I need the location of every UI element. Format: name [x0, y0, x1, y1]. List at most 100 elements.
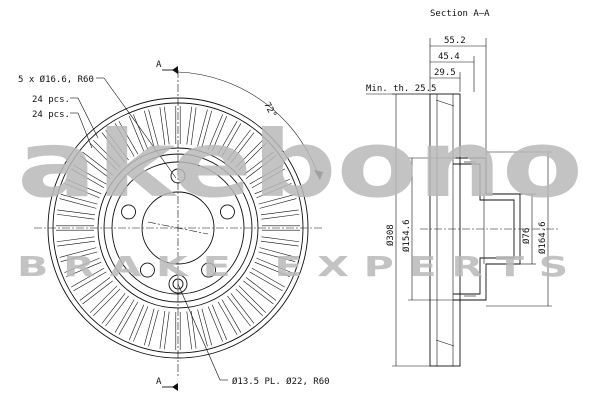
vane-line — [66, 179, 102, 195]
vent-hatch-2 — [435, 339, 455, 347]
vane-line — [260, 240, 299, 247]
vane-line — [89, 285, 118, 313]
vane-line — [105, 129, 129, 161]
section-marker-top-arrow — [172, 66, 178, 74]
angle-arc — [177, 71, 321, 181]
vane-line — [238, 143, 267, 171]
vane-line — [60, 194, 98, 205]
vane-line — [129, 304, 145, 340]
locating-holes-callout: Ø13.5 PL. Ø22, R60 — [232, 376, 330, 387]
dia-outer-label: Ø308 — [385, 224, 396, 246]
vane-line — [71, 168, 105, 189]
vane-line — [221, 123, 242, 157]
vane-line — [249, 164, 283, 185]
vane-line — [148, 309, 159, 347]
vane-line — [201, 308, 212, 346]
vane-line — [159, 310, 166, 349]
vane-line — [260, 209, 299, 216]
vane-line — [190, 310, 197, 349]
vane-line — [258, 251, 296, 262]
watermark-tagline: BRAKE EXPERTS — [17, 250, 583, 283]
vane-line — [64, 257, 100, 273]
bolt-hole — [201, 262, 217, 278]
vane-line — [207, 114, 223, 150]
vane-line — [144, 110, 155, 148]
vane-line — [197, 309, 208, 347]
vent-hatch-1 — [435, 99, 455, 107]
vane-line — [59, 198, 97, 209]
vane-line — [79, 277, 111, 301]
vane-line — [221, 299, 242, 333]
vane-line — [114, 299, 135, 333]
vane-line — [261, 213, 300, 220]
vane-line — [254, 261, 290, 277]
locating-hole-inner — [172, 278, 184, 290]
bolt-holes-callout: 5 x Ø16.6, R60 — [18, 74, 94, 85]
vane-line — [190, 107, 197, 146]
vane-line — [256, 257, 292, 273]
vane-line — [197, 109, 208, 147]
vane-line — [227, 129, 251, 161]
section-marker-top-label: A — [156, 60, 162, 70]
vane-line — [243, 151, 274, 176]
vane-line — [82, 280, 113, 305]
vane-line — [57, 240, 96, 247]
dim-55-label: 55.2 — [444, 36, 466, 46]
vane-line — [186, 311, 193, 350]
vane-line — [129, 116, 145, 152]
vane-line — [254, 179, 290, 195]
section-axis-line — [147, 221, 209, 235]
section-marker-bottom-arrow — [172, 383, 178, 391]
vane-line — [211, 116, 227, 152]
vane-line — [235, 139, 263, 168]
vane-line — [114, 123, 135, 157]
vane-line — [211, 304, 227, 340]
vane-line — [245, 155, 277, 179]
section-view: Section A–A 55.2 45.4 — [366, 9, 560, 367]
section-marker-bottom-label: A — [156, 377, 162, 387]
bolt-holes-leader — [103, 77, 177, 179]
vanes-callout-1: 24 pcs. — [32, 95, 70, 105]
section-title: Section A–A — [430, 9, 490, 19]
dia-center-label: Ø76 — [521, 228, 532, 244]
bolt-hole — [139, 262, 155, 278]
vane-line — [258, 194, 296, 205]
vane-line — [251, 267, 285, 288]
locating-leader — [177, 283, 221, 381]
vane-line — [201, 110, 212, 148]
vane-line — [249, 271, 283, 292]
min-thickness-label: Min. th. 25.5 — [366, 84, 436, 94]
width-dimensions: 55.2 45.4 29.5 Min. th. 25.5 — [366, 36, 487, 156]
vane-line — [230, 293, 255, 324]
vane-line — [64, 183, 100, 199]
dia-hat-label: Ø154.6 — [401, 219, 412, 252]
friction-ring-outline — [429, 93, 461, 367]
vane-line — [148, 109, 159, 147]
vane-line — [245, 277, 277, 301]
vane-line — [118, 301, 139, 335]
bolt-hole — [121, 204, 136, 220]
vane-line — [118, 121, 139, 155]
vane-line — [105, 295, 129, 327]
vane-line — [217, 121, 238, 155]
diameter-dimensions: Ø308 Ø154.6 Ø76 Ø164.6 — [385, 93, 552, 367]
vane-line — [159, 107, 166, 146]
bolt-hole — [220, 204, 235, 220]
friction-ring-section — [429, 93, 461, 367]
front-view: A A 72° 5 x Ø16.6, R60 24 pcs. 24 pcs. Ø… — [18, 60, 330, 391]
bolt-holes — [121, 168, 235, 294]
vane-line — [163, 311, 170, 350]
dim-29-label: 29.5 — [434, 68, 456, 78]
cooling-vanes — [56, 106, 300, 350]
dia-hat-outer-label: Ø164.6 — [537, 221, 548, 254]
dim-45-label: 45.4 — [438, 52, 460, 62]
vanes-leader-1 — [77, 97, 99, 139]
vane-line — [60, 251, 98, 262]
vanes-callout-2: 24 pcs. — [32, 110, 70, 120]
vane-line — [93, 288, 121, 317]
vane-line — [73, 271, 107, 292]
vane-line — [186, 106, 193, 145]
vane-line — [82, 151, 113, 176]
vane-line — [101, 293, 126, 324]
